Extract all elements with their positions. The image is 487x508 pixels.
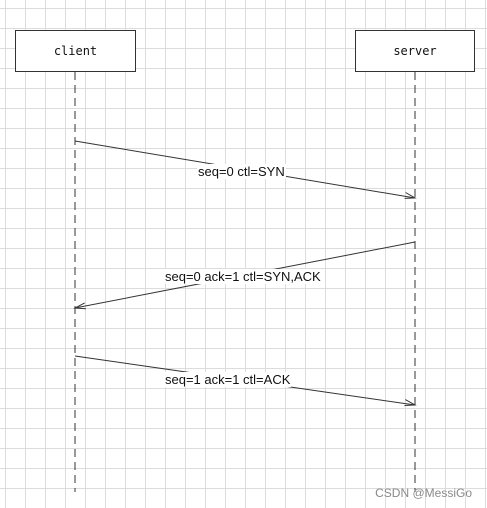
- message-label-syn: seq=0 ctl=SYN: [197, 164, 286, 179]
- client-participant-box: client: [15, 30, 136, 72]
- server-participant-box: server: [355, 30, 475, 72]
- server-label: server: [393, 44, 437, 58]
- arrowhead-ack-icon: [404, 399, 417, 406]
- arrowhead-syn-ack-icon: [73, 302, 86, 310]
- client-label: client: [53, 44, 98, 58]
- watermark-text: CSDN @MessiGo: [375, 486, 472, 500]
- message-label-ack: seq=1 ack=1 ctl=ACK: [164, 372, 292, 387]
- arrowhead-syn-icon: [404, 192, 417, 199]
- message-label-syn-ack: seq=0 ack=1 ctl=SYN,ACK: [164, 269, 322, 284]
